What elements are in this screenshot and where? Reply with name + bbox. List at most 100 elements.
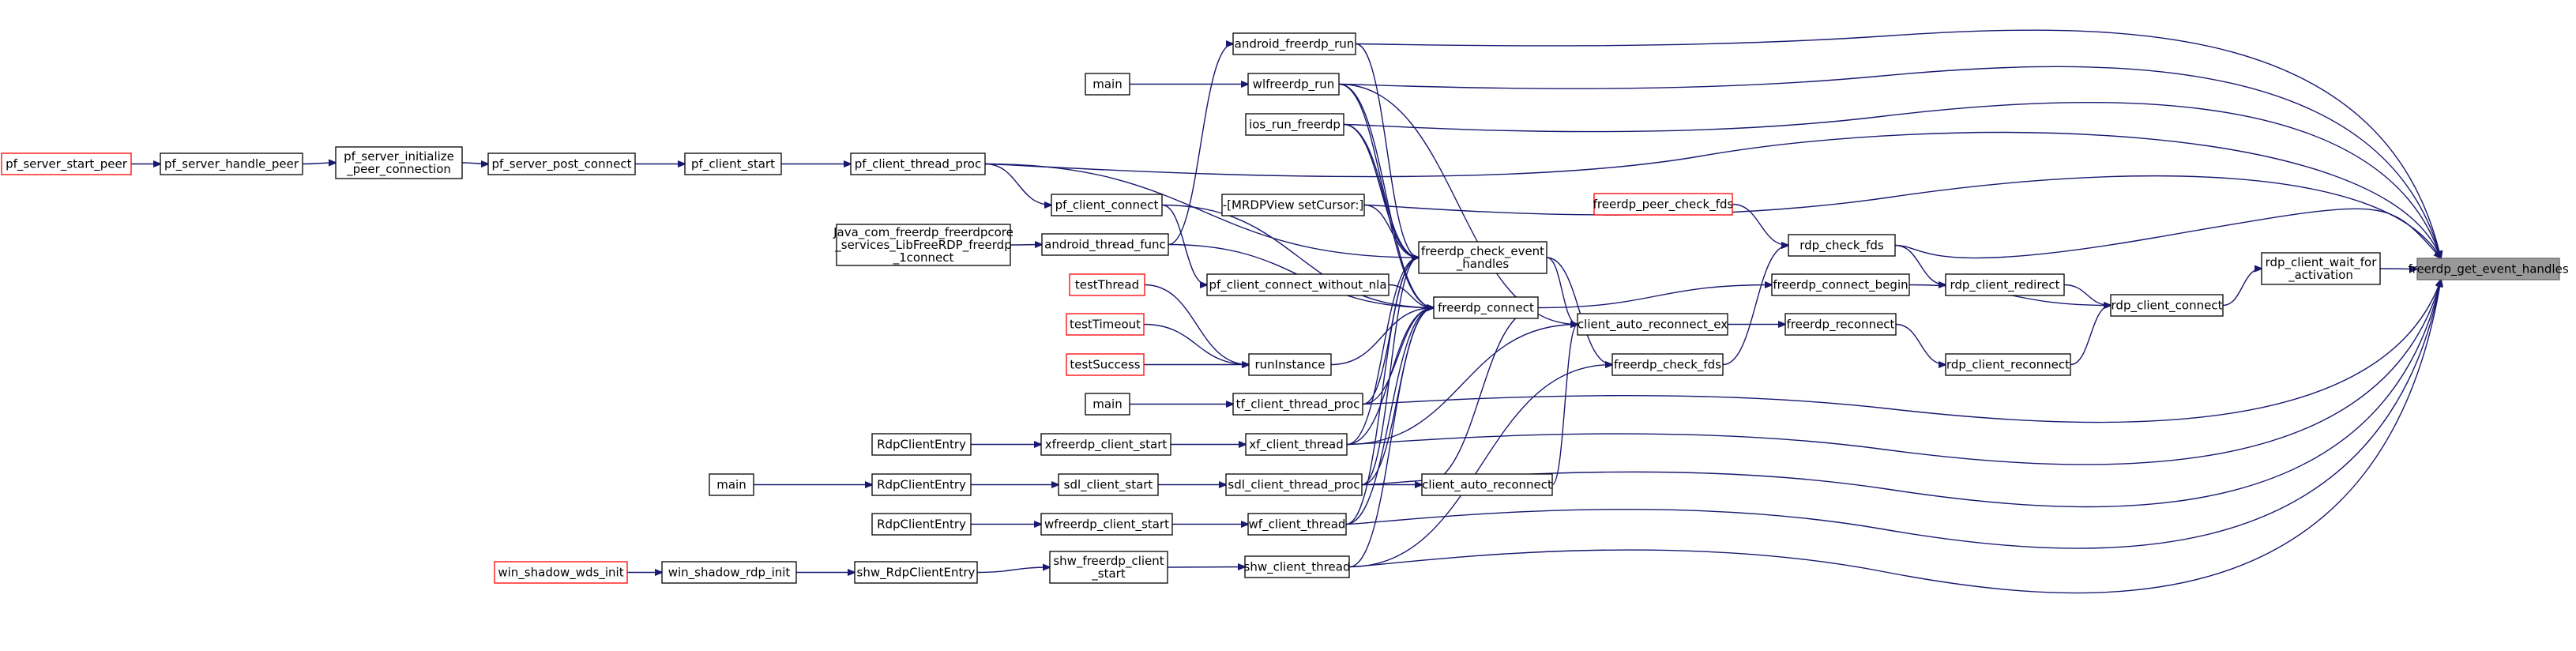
- edge-fcon-to-tfc: [1362, 308, 1434, 405]
- node-rrecon[interactable]: rdp_client_reconnect: [1945, 353, 2071, 376]
- node-box: [1069, 273, 1145, 296]
- node-xfs[interactable]: xfreerdp_client_start: [1040, 433, 1171, 456]
- node-label: _peer_connection: [346, 162, 451, 177]
- edge-car-to-fcon: [1422, 307, 1539, 485]
- node-label: rdp_client_reconnect: [1946, 358, 2070, 373]
- node-label: ios_run_freerdp: [1249, 118, 1341, 133]
- node-pshp[interactable]: pf_server_handle_peer: [160, 152, 303, 175]
- node-label: pf_server_initialize: [344, 149, 454, 164]
- node-runi[interactable]: runInstance: [1248, 353, 1332, 376]
- node-label: RdpClientEntry: [877, 517, 966, 532]
- node-box: [1232, 393, 1363, 416]
- edge-root-to-mrdp: [1363, 175, 2441, 258]
- node-afr[interactable]: android_freerdp_run: [1232, 32, 1356, 55]
- node-tsuc[interactable]: testSuccess: [1066, 353, 1145, 376]
- node-atf[interactable]: android_thread_func: [1041, 233, 1169, 256]
- edge-pspc-to-psipc: [461, 163, 488, 164]
- node-ios[interactable]: ios_run_freerdp: [1245, 113, 1344, 136]
- node-sdls[interactable]: sdl_client_start: [1058, 473, 1159, 496]
- edge-pcwn-to-pcc: [1161, 204, 1207, 285]
- node-box: [661, 561, 797, 584]
- edge-care-to-xfc: [1346, 325, 1578, 446]
- edge-fcon-to-pcc: [1161, 204, 1434, 308]
- node-label: shw_client_thread: [1244, 560, 1351, 575]
- node-ttim[interactable]: testTimeout: [1066, 313, 1145, 336]
- node-wsri[interactable]: win_shadow_rdp_init: [661, 561, 797, 584]
- node-wfs[interactable]: wfreerdp_client_start: [1040, 513, 1173, 536]
- node-pcs[interactable]: pf_client_start: [684, 152, 782, 175]
- edge-rcc-to-rrecon: [2070, 306, 2111, 366]
- node-shwr[interactable]: shw_RdpClientEntry: [854, 561, 978, 584]
- node-pssp[interactable]: pf_server_start_peer: [1, 152, 132, 175]
- node-box: [1058, 473, 1159, 496]
- node-mrdp[interactable]: -[MRDPView setCursor:]: [1221, 194, 1365, 216]
- node-psipc[interactable]: pf_server_initialize_peer_connection: [335, 146, 463, 179]
- node-rce3[interactable]: RdpClientEntry: [871, 513, 972, 536]
- node-wswi[interactable]: win_shadow_wds_init: [494, 561, 628, 584]
- node-root[interactable]: freerdp_get_event_handles: [2408, 258, 2569, 280]
- node-redir[interactable]: rdp_client_redirect: [1945, 273, 2065, 296]
- node-box: [1784, 313, 1897, 336]
- node-rce1[interactable]: RdpClientEntry: [871, 433, 972, 456]
- node-label: _1connect: [893, 250, 954, 265]
- node-fcb[interactable]: freerdp_connect_begin: [1771, 273, 1910, 296]
- node-pcwn[interactable]: pf_client_connect_without_nla: [1206, 273, 1390, 296]
- node-xfc[interactable]: xf_client_thread: [1245, 433, 1348, 456]
- node-rcc[interactable]: rdp_client_connect: [2110, 294, 2224, 317]
- node-wait[interactable]: rdp_client_wait_for_activation: [2261, 252, 2381, 285]
- node-wlf[interactable]: wlfreerdp_run: [1247, 73, 1340, 96]
- node-box: [684, 152, 782, 175]
- node-fpcf[interactable]: freerdp_peer_check_fds: [1593, 193, 1734, 216]
- node-sdlp[interactable]: sdl_client_thread_proc: [1225, 473, 1363, 496]
- node-box: [854, 561, 978, 584]
- node-main1[interactable]: main: [1085, 73, 1130, 96]
- node-rce2[interactable]: RdpClientEntry: [871, 473, 972, 496]
- node-rcf[interactable]: rdp_check_fds: [1788, 234, 1896, 257]
- node-care[interactable]: client_auto_reconnect_ex: [1577, 313, 1728, 336]
- node-label: main: [1092, 397, 1122, 412]
- node-box: [160, 152, 303, 175]
- node-box: [1247, 73, 1340, 96]
- node-shwc[interactable]: shw_client_thread: [1244, 555, 1351, 578]
- node-main2[interactable]: main: [1085, 393, 1130, 416]
- node-frec[interactable]: freerdp_reconnect: [1784, 313, 1897, 336]
- edge-fceh-to-wlf: [1338, 83, 1419, 258]
- node-fcfds[interactable]: freerdp_check_fds: [1611, 353, 1724, 376]
- node-box: [1244, 555, 1350, 578]
- node-box: [1433, 296, 1539, 319]
- node-label: _handles: [1456, 257, 1510, 272]
- node-box: [836, 224, 1011, 266]
- node-label: _activation: [2288, 268, 2353, 283]
- node-tthr[interactable]: testThread: [1069, 273, 1145, 296]
- node-label: android_freerdp_run: [1235, 37, 1355, 52]
- node-shwf[interactable]: shw_freerdp_client_start: [1049, 551, 1168, 584]
- node-label: freerdp_check_event: [1421, 244, 1544, 259]
- node-label: pf_client_thread_proc: [855, 157, 981, 172]
- node-car[interactable]: client_auto_reconnect: [1421, 473, 1553, 496]
- node-box: [1945, 273, 2065, 296]
- edge-root-to-wfc: [1345, 280, 2441, 549]
- node-box: [850, 152, 986, 175]
- edge-fcfds-to-shwc: [1348, 365, 1612, 568]
- node-label: rdp_check_fds: [1799, 239, 1884, 254]
- node-box: [871, 433, 972, 456]
- node-fcon[interactable]: freerdp_connect: [1433, 296, 1539, 319]
- node-label: main: [716, 478, 746, 492]
- node-pspc[interactable]: pf_server_post_connect: [487, 152, 636, 175]
- node-label: testTimeout: [1070, 318, 1141, 332]
- node-java[interactable]: Java_com_freerdp_freerdpcore_services_Li…: [833, 224, 1013, 266]
- node-wfc[interactable]: wf_client_thread: [1247, 513, 1347, 536]
- node-label: freerdp_get_event_handles: [2408, 262, 2568, 277]
- node-box: [1418, 241, 1547, 274]
- edge-fceh-to-ios: [1343, 123, 1419, 258]
- node-box: [1421, 473, 1553, 496]
- node-label: main: [1092, 77, 1122, 92]
- node-box: [1611, 353, 1724, 376]
- node-fceh[interactable]: freerdp_check_event_handles: [1418, 241, 1547, 274]
- node-label: _services_LibFreeRDP_freerdp: [834, 238, 1011, 253]
- node-main3[interactable]: main: [709, 473, 754, 496]
- node-label: RdpClientEntry: [877, 438, 966, 452]
- node-pctp[interactable]: pf_client_thread_proc: [850, 152, 986, 175]
- node-pcc[interactable]: pf_client_connect: [1051, 194, 1163, 216]
- node-tfc[interactable]: tf_client_thread_proc: [1232, 393, 1363, 416]
